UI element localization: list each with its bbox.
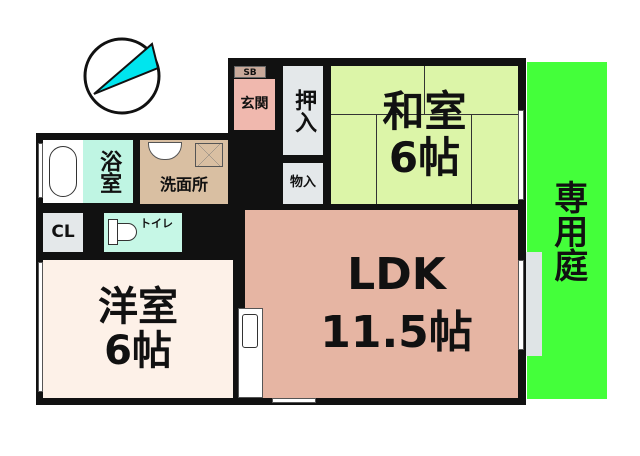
storage-monoire: 物入 bbox=[283, 163, 323, 204]
sink-icon bbox=[148, 142, 182, 160]
washing-machine-pan bbox=[195, 143, 223, 167]
toilet-label: トイレ bbox=[140, 217, 173, 230]
bathroom: 浴室 bbox=[83, 140, 133, 203]
ldk-label: LDK bbox=[347, 248, 446, 300]
ldk-size: 11.5帖 bbox=[320, 307, 473, 358]
washroom: 洗面所 bbox=[140, 140, 228, 204]
closet: CL bbox=[43, 213, 83, 252]
compass-icon bbox=[83, 37, 161, 115]
garden-label: 専用庭 bbox=[547, 179, 588, 282]
japanese-room-size: 6帖 bbox=[388, 133, 461, 182]
toilet-room: トイレ bbox=[104, 213, 182, 252]
entrance-label: 玄関 bbox=[240, 95, 269, 112]
window[interactable] bbox=[518, 110, 524, 200]
entrance: 玄関 bbox=[234, 79, 275, 130]
bathtub bbox=[43, 140, 83, 203]
window[interactable] bbox=[272, 398, 316, 403]
washroom-label: 洗面所 bbox=[159, 175, 208, 195]
western-room-label: 洋室 bbox=[98, 284, 178, 330]
closet-oshiire: 押入 bbox=[283, 66, 323, 155]
ldk: LDK 11.5帖 bbox=[245, 210, 518, 398]
window[interactable] bbox=[518, 260, 524, 350]
kitchen-counter bbox=[238, 308, 263, 398]
window[interactable] bbox=[38, 143, 43, 198]
western-room: 洋室 6帖 bbox=[43, 260, 233, 398]
western-room-size: 6帖 bbox=[104, 328, 172, 374]
monoire-label: 物入 bbox=[289, 175, 316, 191]
japanese-room-label: 和室 bbox=[382, 86, 467, 136]
window[interactable] bbox=[38, 262, 43, 392]
japanese-room: 和室 6帖 bbox=[331, 66, 518, 204]
toilet-icon bbox=[117, 223, 137, 241]
closet-label: CL bbox=[51, 222, 75, 243]
veranda bbox=[524, 252, 542, 356]
oshiire-label: 押入 bbox=[291, 88, 317, 133]
bathroom-label: 浴室 bbox=[96, 149, 122, 194]
north-arrow-icon bbox=[93, 42, 160, 95]
shoe-box: SB bbox=[234, 66, 266, 78]
